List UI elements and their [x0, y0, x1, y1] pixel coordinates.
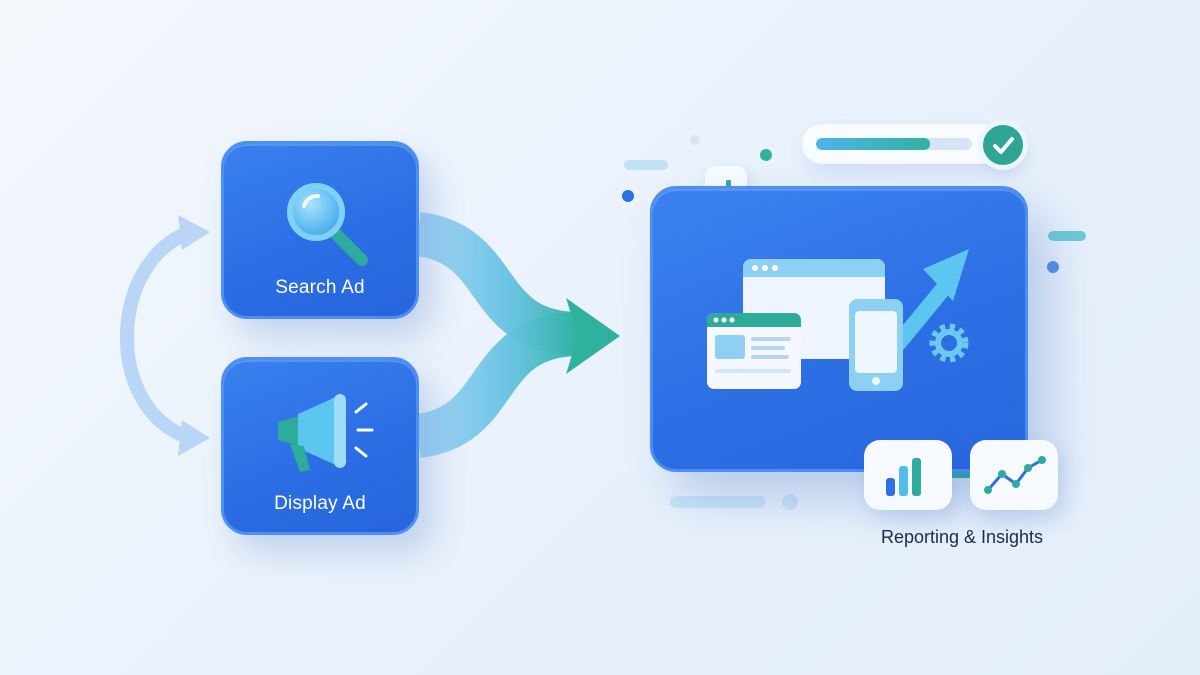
deco-dash — [1048, 231, 1086, 241]
line-chart-tile — [970, 440, 1058, 510]
progress-track — [816, 138, 972, 150]
display-ad-card: Display Ad — [221, 357, 419, 535]
magnifier-icon — [287, 183, 368, 266]
growth-arrow-icon — [889, 281, 951, 353]
search-ad-card: Search Ad — [221, 141, 419, 319]
check-badge — [983, 125, 1023, 165]
deco-dash — [624, 160, 668, 170]
search-ad-label: Search Ad — [275, 277, 365, 298]
flow-arrowhead — [566, 298, 620, 374]
gear-icon — [929, 323, 969, 363]
deco-dot — [622, 190, 634, 202]
devices-illustration — [707, 249, 969, 391]
line-chart-icon — [984, 456, 1046, 494]
megaphone-icon — [278, 394, 374, 472]
browser-window-small-icon — [707, 313, 801, 389]
multi-device-panel — [650, 186, 1028, 472]
display-ad-label: Display Ad — [274, 493, 366, 514]
flow-branch-bottom — [414, 312, 581, 458]
loop-arrowhead-bottom — [178, 420, 210, 456]
mobile-phone-icon — [849, 299, 903, 391]
deco-dot — [782, 494, 798, 510]
deco-dot — [1047, 261, 1059, 273]
progress-fill — [816, 138, 930, 150]
deco-dot — [690, 135, 700, 145]
loop-arc — [120, 225, 197, 445]
growth-arrowhead — [923, 249, 969, 301]
progress-pill — [802, 124, 1002, 164]
check-icon — [993, 137, 1014, 154]
bar-chart-tile — [864, 440, 952, 510]
loop-arrowhead-top — [178, 215, 210, 250]
reporting-insights-label: Reporting & Insights — [880, 527, 1044, 547]
deco-dash — [670, 496, 766, 508]
bar-chart-icon — [886, 458, 921, 496]
deco-dot — [760, 149, 772, 161]
